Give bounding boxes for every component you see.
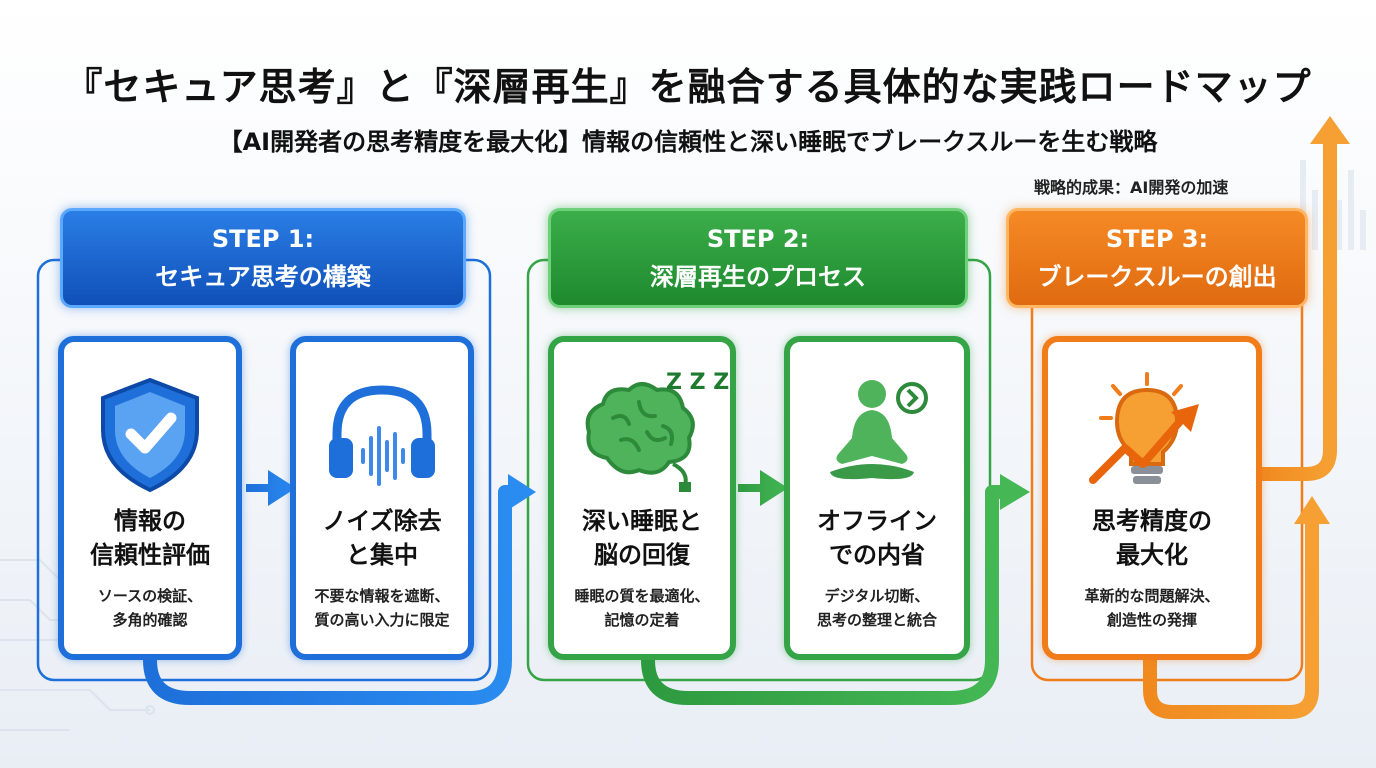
- card-description: 革新的な問題解決、創造性の発揮: [1084, 587, 1220, 629]
- step-1-label: STEP 1:: [211, 225, 315, 253]
- step-3-name: ブレークスルーの創出: [1037, 263, 1277, 291]
- shield-check-icon: [101, 377, 199, 493]
- card-title: オフラインでの内省: [817, 507, 937, 569]
- card-noise-focus: ノイズ除去と集中 不要な情報を遮断、質の高い入力に限定: [290, 336, 474, 660]
- step-1-name: セキュア思考の構築: [155, 263, 371, 291]
- card-description: 睡眠の質を最適化、記憶の定着: [574, 587, 710, 629]
- card-description: ソースの検証、多角的確認: [97, 587, 203, 629]
- outcome-label: 戦略的成果：AI開発の加速: [1034, 178, 1229, 197]
- card-maximize-thinking: 思考精度の最大化 革新的な問題解決、創造性の発揮: [1042, 336, 1262, 660]
- card-title: 深い睡眠と脳の回復: [582, 507, 702, 569]
- card-title: ノイズ除去と集中: [322, 507, 442, 569]
- sleeping-brain-icon: [585, 382, 695, 492]
- page-subtitle: 【AI開発者の思考精度を最大化】情報の信頼性と深い睡眠でブレークスルーを生む戦略: [218, 128, 1158, 156]
- card-info-reliability: 情報の信頼性評価 ソースの検証、多角的確認: [58, 336, 242, 660]
- arrow-step3-loop: [1143, 520, 1319, 719]
- arrow-step2-to-step3: [641, 485, 1004, 705]
- card-description: 不要な情報を遮断、質の高い入力に限定: [314, 587, 450, 629]
- arrow-step1-to-step2: [143, 485, 512, 705]
- arrow-outcome-up: [1262, 140, 1337, 481]
- card-description: デジタル切断、思考の整理と統合: [816, 587, 937, 629]
- card-title: 情報の信頼性評価: [90, 507, 210, 569]
- card-deep-sleep: Z Z Z 深い睡眠と脳の回復 睡眠の質を最適化、記憶の定着: [548, 336, 736, 660]
- headphones-icon: [329, 385, 435, 486]
- meditation-icon: [830, 380, 928, 480]
- lightbulb-growth-icon: [1089, 372, 1199, 484]
- step-3-header: STEP 3: ブレークスルーの創出: [1006, 208, 1308, 308]
- step-2-name: 深層再生のプロセス: [650, 263, 866, 291]
- step-1-header: STEP 1: セキュア思考の構築: [60, 208, 466, 308]
- step-3-label: STEP 3:: [1105, 225, 1209, 253]
- card-offline-reflection: オフラインでの内省 デジタル切断、思考の整理と統合: [784, 336, 970, 660]
- card-title: 思考精度の最大化: [1092, 507, 1212, 569]
- page-title: 『セキュア思考』と『深層再生』を融合する具体的な実践ロードマップ: [64, 65, 1312, 109]
- arrow-step2-cards: [738, 470, 788, 506]
- arrow-step1-cards: [246, 470, 296, 506]
- step-2-label: STEP 2:: [706, 225, 810, 253]
- zzz-icon: Z Z Z: [666, 370, 730, 395]
- step-2-header: STEP 2: 深層再生のプロセス: [548, 208, 968, 308]
